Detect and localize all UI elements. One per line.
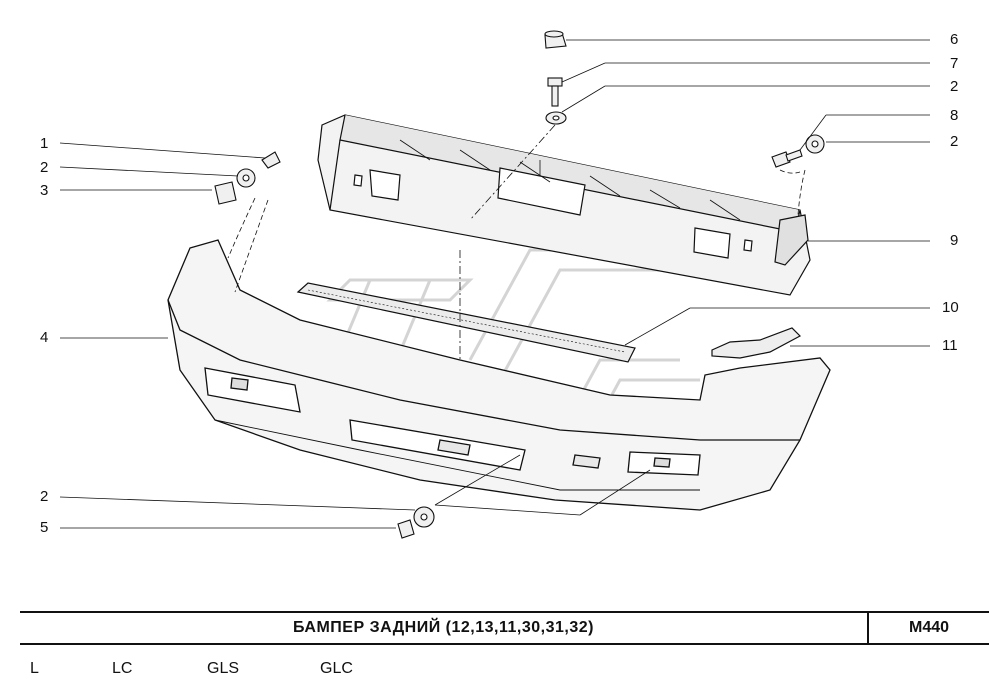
callout-2-bottom: 2 xyxy=(40,488,49,505)
title-bar: БАМПЕР ЗАДНИЙ (12,13,11,30,31,32) M440 xyxy=(20,611,989,645)
bumper-reinforcement-beam xyxy=(317,114,811,296)
callout-7: 7 xyxy=(950,55,959,72)
variant-lc: LC xyxy=(112,660,133,677)
bumper-trim-strip xyxy=(296,282,636,363)
callout-9: 9 xyxy=(950,232,959,249)
leader-lines xyxy=(59,39,930,529)
callout-2-top: 2 xyxy=(950,78,959,95)
variant-l: L xyxy=(30,660,39,677)
side-trim-piece xyxy=(711,327,801,359)
bumper-cover xyxy=(167,239,831,511)
callout-6: 6 xyxy=(950,31,959,48)
callout-4: 4 xyxy=(40,329,49,346)
variant-gls: GLS xyxy=(207,660,240,677)
exploded-parts-diagram xyxy=(59,30,930,539)
callout-2-left: 2 xyxy=(40,159,49,176)
title-divider xyxy=(867,613,869,643)
callout-2-right: 2 xyxy=(950,133,959,150)
callout-11: 11 xyxy=(942,337,958,354)
callout-5: 5 xyxy=(40,519,49,536)
diagram-title: БАМПЕР ЗАДНИЙ (12,13,11,30,31,32) xyxy=(293,619,594,636)
callout-10: 10 xyxy=(942,299,959,316)
fasteners xyxy=(214,30,825,539)
callout-1: 1 xyxy=(40,135,49,152)
trim-variants: L LC GLS GLC xyxy=(0,660,989,684)
callout-8: 8 xyxy=(950,107,959,124)
diagram-code: M440 xyxy=(908,619,950,636)
callout-3: 3 xyxy=(40,182,49,199)
variant-glc: GLC xyxy=(320,660,353,677)
